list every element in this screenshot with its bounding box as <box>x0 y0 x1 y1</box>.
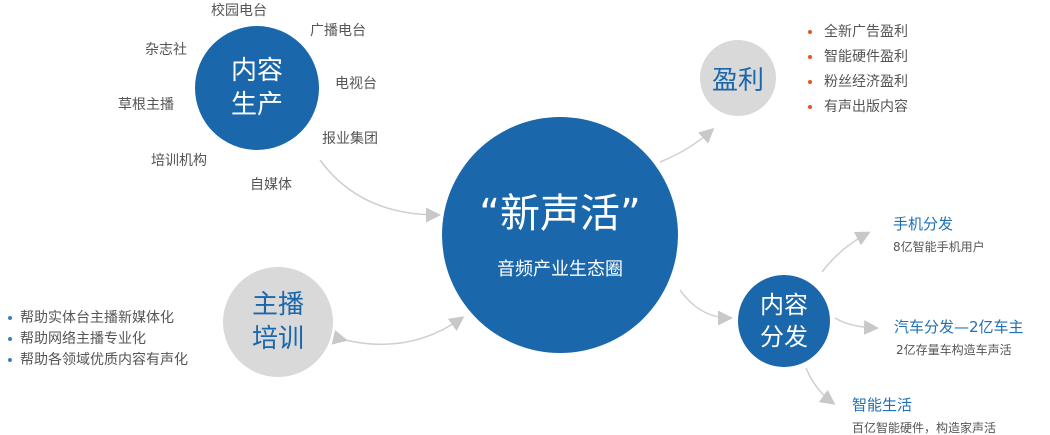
list-item: 智能硬件盈利 <box>808 45 908 70</box>
source-label: 电视台 <box>335 76 377 92</box>
list-item: 帮助各领域优质内容有声化 <box>8 350 188 371</box>
channel-subtitle-smart-life: 百亿智能硬件，构造家声活 <box>852 421 997 435</box>
channel-subtitle-phone: 8亿智能手机用户 <box>893 240 985 254</box>
arrow-to-smart-life <box>805 367 836 405</box>
arrow-to-phone <box>821 231 871 273</box>
profit-title: 盈利 <box>711 65 764 96</box>
content-production-circle: 内容 生产 <box>195 26 319 150</box>
list-item: 帮助网络主播专业化 <box>8 329 188 350</box>
distribution-title: 分发 <box>760 323 808 351</box>
channel-subtitle-car: 2亿存量车构造车声活 <box>896 343 1012 357</box>
distribution-title: 内容 <box>760 291 808 319</box>
center-subtitle: 音频产业生态圈 <box>497 259 623 280</box>
training-list: 帮助实体台主播新媒体化 帮助网络主播专业化 帮助各领域优质内容有声化 <box>8 308 188 371</box>
center-title: “新声活” <box>479 191 641 237</box>
training-circle: 主播 培训 <box>223 267 333 377</box>
training-title: 主播 <box>251 290 304 320</box>
training-title: 培训 <box>251 324 304 354</box>
channel-title-phone: 手机分发 <box>893 215 954 233</box>
distribution-circle: 内容 分发 <box>738 275 830 367</box>
content-production-title: 内容 <box>230 56 283 86</box>
source-label: 草根主播 <box>118 97 174 113</box>
profit-circle: 盈利 <box>700 40 776 116</box>
list-item: 全新广告盈利 <box>808 20 908 45</box>
source-label: 自媒体 <box>250 177 292 193</box>
arrow-center-to-distribution <box>679 289 733 326</box>
channel-title-car: 汽车分发—2亿车主 <box>894 318 1024 336</box>
channel-title-smart-life: 智能生活 <box>852 396 913 414</box>
profit-list: 全新广告盈利 智能硬件盈利 粉丝经济盈利 有声出版内容 <box>808 20 908 120</box>
source-label: 校园电台 <box>211 3 267 19</box>
list-item: 有声出版内容 <box>808 95 908 120</box>
center-circle: “新声活” 音频产业生态圈 <box>442 117 678 353</box>
source-label: 培训机构 <box>151 153 207 169</box>
arrow-training-center <box>331 316 465 345</box>
arrow-to-car <box>834 317 879 336</box>
list-item: 帮助实体台主播新媒体化 <box>8 308 188 329</box>
source-label: 杂志社 <box>145 42 187 58</box>
content-production-title: 生产 <box>230 90 283 120</box>
source-label: 广播电台 <box>310 23 366 39</box>
list-item: 粉丝经济盈利 <box>808 70 908 95</box>
arrow-center-to-profit <box>659 127 715 163</box>
arrow-production-to-center <box>319 159 441 223</box>
source-label: 报业集团 <box>322 131 378 147</box>
